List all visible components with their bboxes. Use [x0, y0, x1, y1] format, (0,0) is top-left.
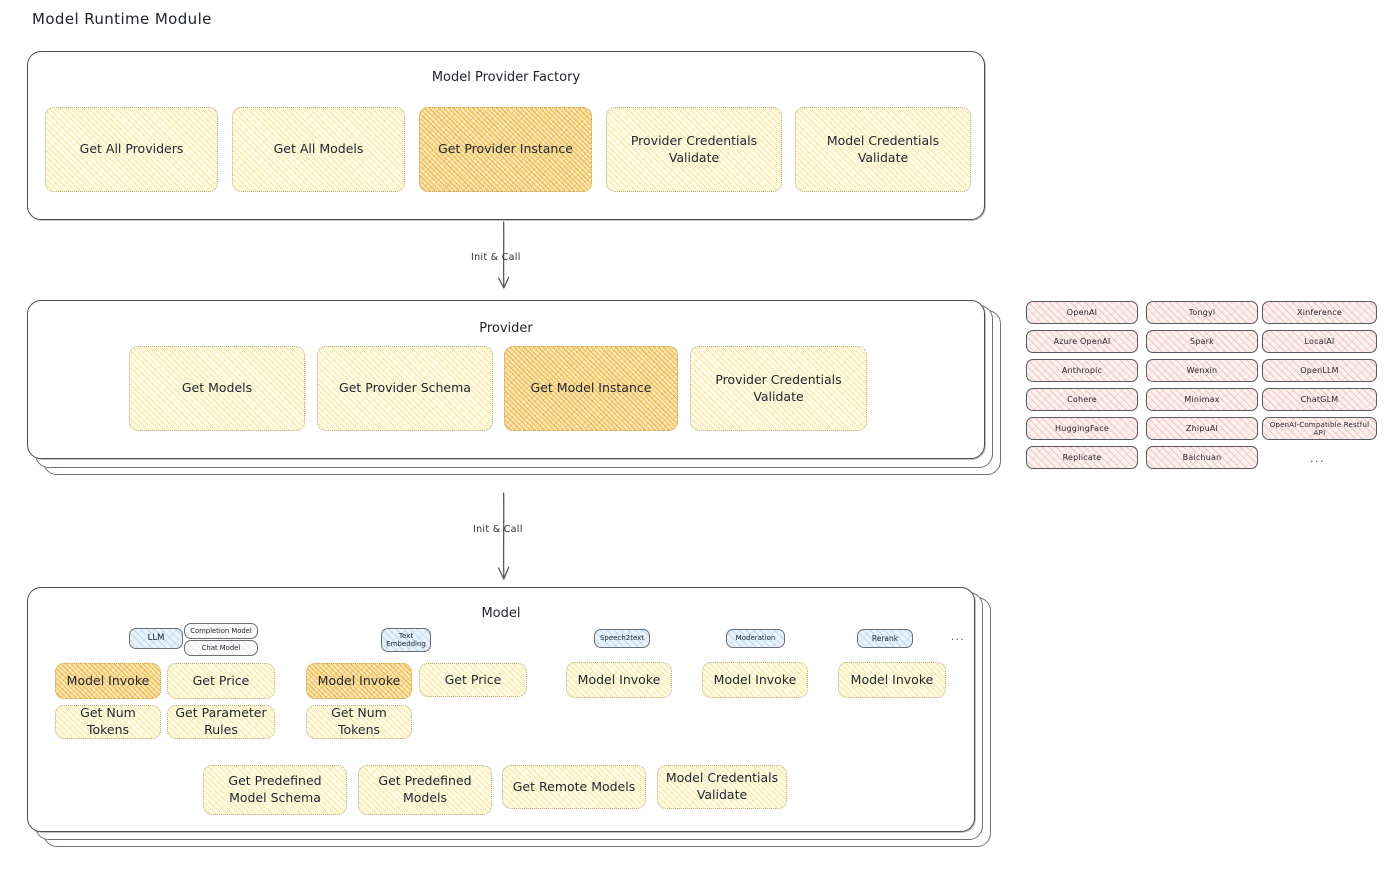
- provider-pill-zhipuai[interactable]: ZhipuAI: [1146, 417, 1258, 440]
- model-rerank-action-model-invoke[interactable]: Model Invoke: [838, 662, 946, 698]
- provider-pill-wenxin[interactable]: Wenxin: [1146, 359, 1258, 382]
- model-speech2text-action-model-invoke[interactable]: Model Invoke: [566, 662, 672, 698]
- provider-pill-openllm[interactable]: OpenLLM: [1262, 359, 1377, 382]
- provider-action-get-model-instance[interactable]: Get Model Instance: [504, 346, 678, 431]
- provider-title: Provider: [479, 321, 533, 336]
- model-common-action-get-predefined-model-schema[interactable]: Get Predefined Model Schema: [203, 765, 347, 815]
- factory-action-get-all-providers[interactable]: Get All Providers: [45, 107, 218, 192]
- provider-action-provider-credentials-validate[interactable]: Provider Credentials Validate: [690, 346, 867, 431]
- provider-pill-minimax[interactable]: Minimax: [1146, 388, 1258, 411]
- provider-pill-spark[interactable]: Spark: [1146, 330, 1258, 353]
- arrow-provider-to-model: [494, 492, 514, 585]
- provider-pill-localai[interactable]: LocalAI: [1262, 330, 1377, 353]
- model-moderation-action-model-invoke[interactable]: Model Invoke: [702, 662, 808, 698]
- provider-pill-cohere[interactable]: Cohere: [1026, 388, 1138, 411]
- model-title: Model: [481, 606, 521, 621]
- provider-pill-openai[interactable]: OpenAI: [1026, 301, 1138, 324]
- factory-action-get-all-models[interactable]: Get All Models: [232, 107, 405, 192]
- model-type-text-embedding[interactable]: Text Embedding: [381, 628, 431, 652]
- arrow-provider-to-model-label: Init & Call: [473, 524, 523, 535]
- model-common-action-get-remote-models[interactable]: Get Remote Models: [502, 765, 646, 809]
- model-subtype-completion-model[interactable]: Completion Model: [184, 623, 258, 639]
- model-text-embedding-action-get-num-tokens[interactable]: Get Num Tokens: [306, 705, 412, 739]
- model-text-embedding-action-get-price[interactable]: Get Price: [419, 663, 527, 697]
- provider-pill-replicate[interactable]: Replicate: [1026, 446, 1138, 469]
- factory-title: Model Provider Factory: [431, 70, 581, 85]
- model-type-speech2text[interactable]: Speech2text: [594, 629, 650, 648]
- model-type-moderation[interactable]: Moderation: [726, 629, 785, 648]
- page-title: Model Runtime Module: [32, 10, 212, 28]
- provider-pill-xinference[interactable]: Xinference: [1262, 301, 1377, 324]
- provider-pill-tongyi[interactable]: Tongyi: [1146, 301, 1258, 324]
- model-common-action-get-predefined-models[interactable]: Get Predefined Models: [358, 765, 492, 815]
- provider-pill-azure-openai[interactable]: Azure OpenAI: [1026, 330, 1138, 353]
- arrow-factory-to-provider: [494, 221, 514, 294]
- arrow-factory-to-provider-label: Init & Call: [471, 252, 521, 263]
- model-type-rerank[interactable]: Rerank: [857, 629, 913, 648]
- provider-pill-baichuan[interactable]: Baichuan: [1146, 446, 1258, 469]
- model-subtype-chat-model[interactable]: Chat Model: [184, 640, 258, 656]
- factory-action-get-provider-instance[interactable]: Get Provider Instance: [419, 107, 592, 192]
- provider-pill-chatglm[interactable]: ChatGLM: [1262, 388, 1377, 411]
- model-llm-action-get-parameter-rules[interactable]: Get Parameter Rules: [167, 705, 275, 739]
- model-type-llm[interactable]: LLM: [129, 628, 183, 649]
- provider-pill-openai-compatible-restful-api[interactable]: OpenAI-Compatible Restful API: [1262, 417, 1377, 440]
- provider-list-ellipsis: ...: [1310, 452, 1325, 465]
- model-llm-action-get-price[interactable]: Get Price: [167, 663, 275, 699]
- provider-action-get-models[interactable]: Get Models: [129, 346, 305, 431]
- provider-action-get-provider-schema[interactable]: Get Provider Schema: [317, 346, 493, 431]
- factory-action-model-credentials-validate[interactable]: Model Credentials Validate: [795, 107, 971, 192]
- provider-pill-anthropic[interactable]: Anthropic: [1026, 359, 1138, 382]
- model-llm-action-get-num-tokens[interactable]: Get Num Tokens: [55, 705, 161, 739]
- provider-pill-huggingface[interactable]: HuggingFace: [1026, 417, 1138, 440]
- model-text-embedding-action-model-invoke[interactable]: Model Invoke: [306, 663, 412, 699]
- model-llm-action-model-invoke[interactable]: Model Invoke: [55, 663, 161, 699]
- factory-action-provider-credentials-validate[interactable]: Provider Credentials Validate: [606, 107, 782, 192]
- model-type-ellipsis: ...: [951, 632, 966, 643]
- model-common-action-model-credentials-validate[interactable]: Model Credentials Validate: [657, 765, 787, 809]
